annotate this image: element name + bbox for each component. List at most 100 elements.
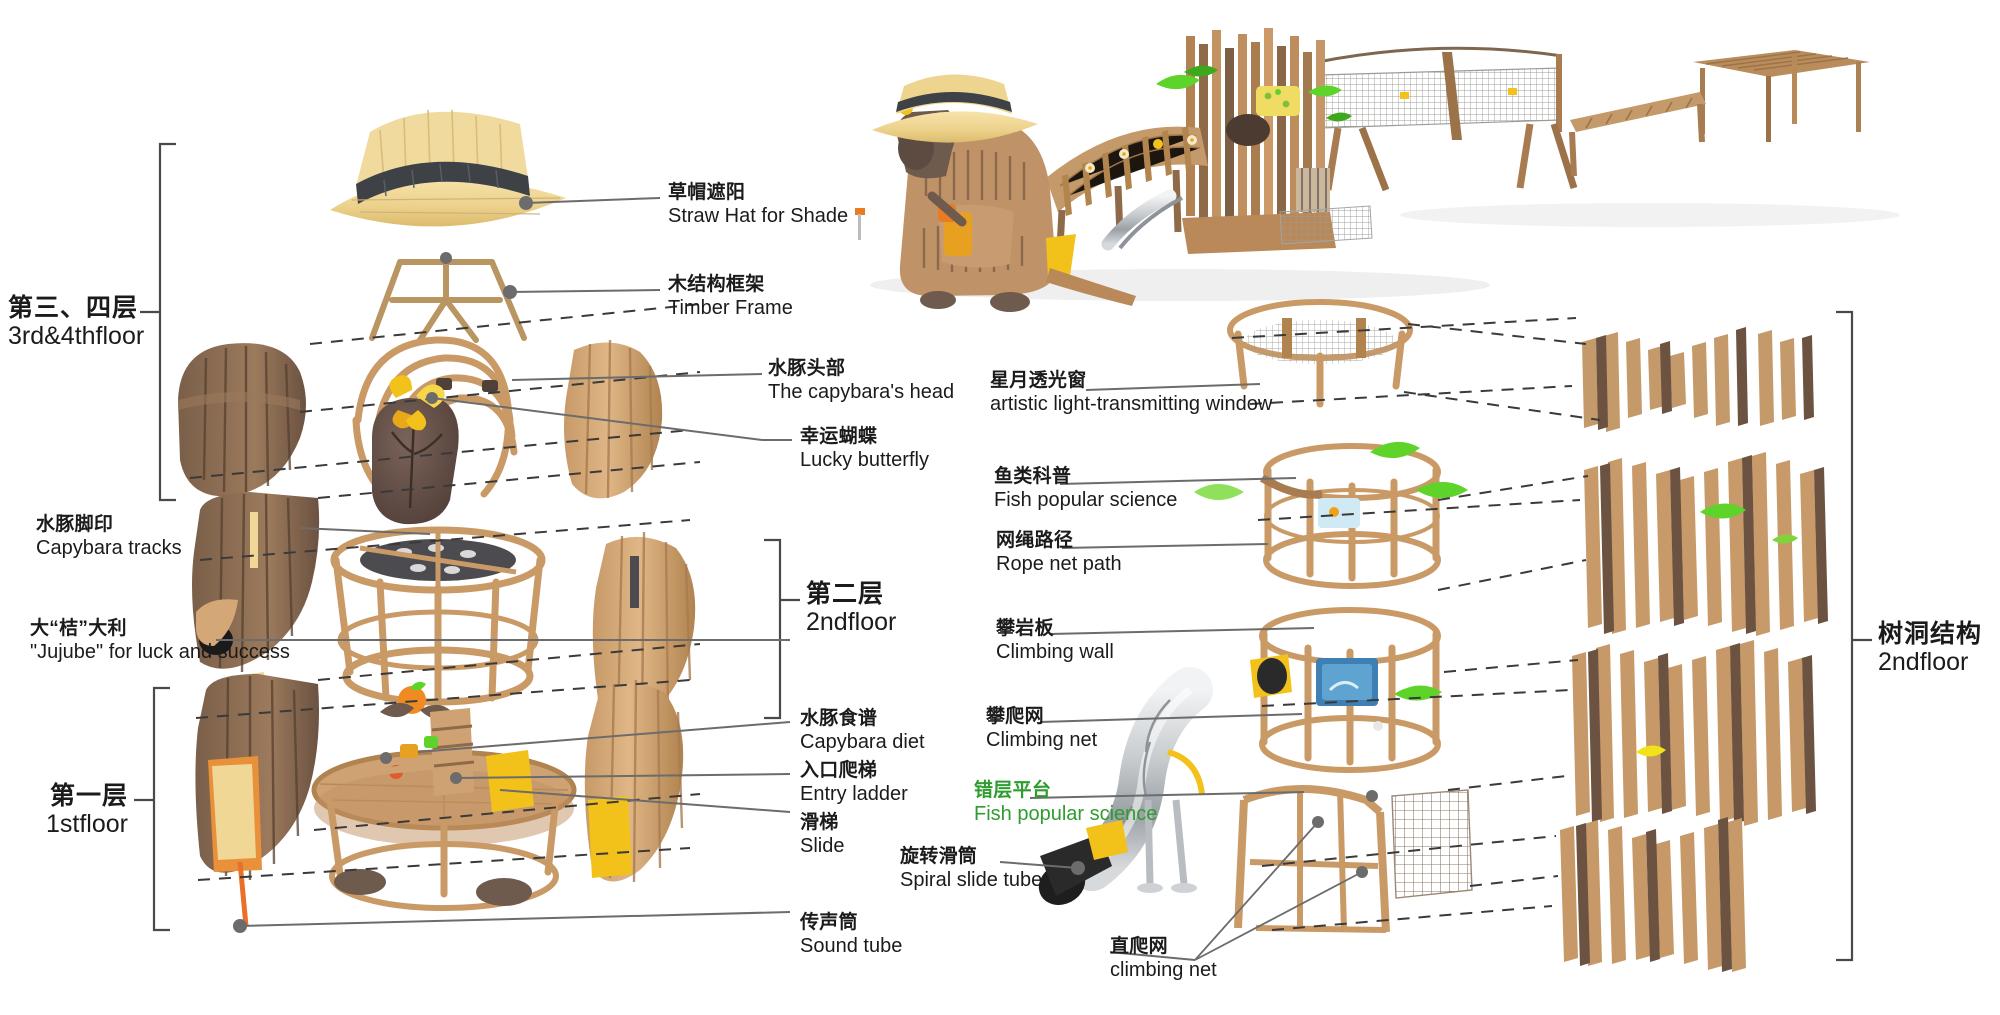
- leader-dots-left: [233, 196, 533, 933]
- callout-light-window: 星月透光窗 artistic light-transmitting window: [990, 370, 1272, 416]
- part-tree-hole-shell-lowest: [1560, 817, 1746, 972]
- callout-lucky-butterfly: 幸运蝴蝶 Lucky butterfly: [800, 426, 929, 472]
- part-timber-frame: [369, 259, 527, 343]
- callout-entry-ladder-en: Entry ladder: [800, 783, 908, 806]
- group-label-tree-hole: 树洞结构 2ndfloor: [1878, 620, 1982, 676]
- group-label-floor-3-4-cn: 第三、四层: [8, 294, 139, 322]
- group-label-floor-2-left: 第二层 2ndfloor: [806, 580, 896, 636]
- callout-spiral-slide-tube-en: Spiral slide tube: [900, 869, 1043, 892]
- callout-timber-frame-en: Timber Frame: [668, 297, 793, 320]
- timber-tower: [1156, 28, 1373, 254]
- callout-slide-cn: 滑梯: [800, 812, 839, 833]
- callout-climbing-net-cn: 攀爬网: [986, 706, 1044, 727]
- part-tree-hole-shell-mid: [1584, 452, 1828, 636]
- callout-fish-science-en: Fish popular science: [994, 489, 1178, 512]
- callout-climbing-wall: 攀岩板 Climbing wall: [996, 618, 1114, 664]
- part-tree-hole-shell-bottom: [1572, 640, 1816, 826]
- part-climbing-module: [1250, 607, 1442, 773]
- pergola-shelter: [1693, 50, 1870, 142]
- part-second-floor-drum: [330, 526, 546, 720]
- callout-straight-climbing-net-en: climbing net: [1110, 959, 1217, 982]
- callout-jujube-luck-en: "Jujube" for luck and success: [30, 641, 290, 664]
- group-label-tree-hole-en: 2ndfloor: [1878, 648, 1969, 676]
- leader-lines-right: [999, 383, 1315, 961]
- callout-jujube-luck: 大“桔”大利 "Jujube" for luck and success: [30, 618, 290, 664]
- callout-capybara-head-cn: 水豚头部: [768, 358, 846, 379]
- callout-light-window-cn: 星月透光窗: [990, 370, 1087, 391]
- playground-render: [855, 28, 1900, 312]
- callout-light-window-en: artistic light-transmitting window: [990, 393, 1273, 416]
- bracket-floor-2-left: [764, 538, 800, 720]
- callout-capybara-head: 水豚头部 The capybara's head: [768, 358, 954, 404]
- part-fish-science-module: [1194, 441, 1468, 589]
- callout-sound-tube-en: Sound tube: [800, 935, 903, 958]
- callout-capybara-tracks-cn: 水豚脚印: [36, 514, 114, 535]
- callout-rope-net-path: 网绳路径 Rope net path: [996, 530, 1122, 576]
- bracket-floor-3-4: [140, 142, 176, 502]
- callout-lucky-butterfly-cn: 幸运蝴蝶: [800, 426, 878, 447]
- mascot-straw-hat: [872, 74, 1038, 143]
- group-label-tree-hole-cn: 树洞结构: [1878, 620, 1983, 648]
- callout-climbing-net-en: Climbing net: [986, 729, 1098, 752]
- leader-lines-left: [216, 197, 791, 927]
- part-tree-hole-shell-top: [1582, 327, 1814, 432]
- part-straw-hat: [330, 109, 566, 227]
- callout-entry-ladder-cn: 入口爬梯: [800, 760, 878, 781]
- callout-jujube-luck-cn: 大“桔”大利: [30, 618, 127, 639]
- callout-slide: 滑梯 Slide: [800, 812, 844, 858]
- group-label-floor-3-4-en: 3rd&4thfloor: [8, 322, 145, 350]
- callout-rope-net-path-cn: 网绳路径: [996, 530, 1074, 551]
- callout-straw-hat: 草帽遮阳 Straw Hat for Shade: [668, 182, 848, 228]
- group-label-floor-2-left-cn: 第二层: [806, 580, 885, 608]
- timber-frame-node: [440, 252, 452, 264]
- callout-sound-tube: 传声筒 Sound tube: [800, 912, 902, 958]
- ground-stake: [855, 208, 865, 240]
- callout-capybara-diet: 水豚食谱 Capybara diet: [800, 708, 925, 754]
- callout-capybara-diet-en: Capybara diet: [800, 731, 925, 754]
- access-stairs: [1569, 92, 1706, 177]
- callout-climbing-wall-cn: 攀岩板: [996, 618, 1054, 639]
- callout-split-level-platform-cn: 错层平台: [974, 780, 1052, 801]
- callout-split-level-platform-en: Fish popular science: [974, 803, 1158, 826]
- rope-net-bridge: [1316, 46, 1578, 192]
- assembly-guides-right: [1231, 317, 1601, 931]
- callout-spiral-slide-tube-cn: 旋转滑筒: [900, 846, 978, 867]
- group-label-floor-1: 第一层 1stfloor: [8, 782, 128, 838]
- callout-straw-hat-cn: 草帽遮阳: [668, 182, 746, 203]
- callout-straight-climbing-net-cn: 直爬网: [1110, 936, 1168, 957]
- callout-spiral-slide-tube: 旋转滑筒 Spiral slide tube: [900, 846, 1042, 892]
- part-shell-upper-right: [564, 339, 663, 499]
- callout-slide-en: Slide: [800, 835, 845, 858]
- callout-straight-climbing-net: 直爬网 climbing net: [1110, 936, 1217, 982]
- callout-capybara-tracks-en: Capybara tracks: [36, 537, 182, 560]
- group-label-floor-1-en: 1stfloor: [46, 810, 128, 838]
- part-entry-ladder: [430, 708, 475, 796]
- part-shell-lower-left: [195, 674, 319, 929]
- group-label-floor-1-cn: 第一层: [49, 782, 128, 810]
- callout-lucky-butterfly-en: Lucky butterfly: [800, 449, 929, 472]
- group-label-floor-2-left-en: 2ndfloor: [806, 608, 897, 636]
- callout-timber-frame: 木结构框架 Timber Frame: [668, 274, 793, 320]
- bracket-tree-hole: [1836, 310, 1872, 962]
- callout-split-level-platform: 错层平台 Fish popular science: [974, 780, 1157, 826]
- callout-fish-science-cn: 鱼类科普: [994, 466, 1072, 487]
- callout-rope-net-path-en: Rope net path: [996, 553, 1122, 576]
- group-label-floor-3-4: 第三、四层 3rd&4thfloor: [8, 294, 145, 350]
- part-first-floor-deck: [311, 708, 577, 911]
- callout-sound-tube-cn: 传声筒: [800, 912, 858, 933]
- part-shell-upper-left: [178, 343, 306, 497]
- part-straight-climbing-net: [1194, 785, 1473, 961]
- callout-timber-frame-cn: 木结构框架: [668, 274, 765, 295]
- callout-fish-science: 鱼类科普 Fish popular science: [994, 466, 1177, 512]
- callout-entry-ladder: 入口爬梯 Entry ladder: [800, 760, 908, 806]
- callout-capybara-head-en: The capybara's head: [768, 381, 955, 404]
- callout-climbing-wall-en: Climbing wall: [996, 641, 1114, 664]
- capybara-mascot: [872, 74, 1136, 312]
- callout-straw-hat-en: Straw Hat for Shade: [668, 205, 849, 228]
- callout-climbing-net: 攀爬网 Climbing net: [986, 706, 1097, 752]
- leader-dots-right: [1071, 861, 1085, 875]
- part-shell-lower-right: [584, 679, 684, 883]
- part-capybara-head: [352, 336, 518, 525]
